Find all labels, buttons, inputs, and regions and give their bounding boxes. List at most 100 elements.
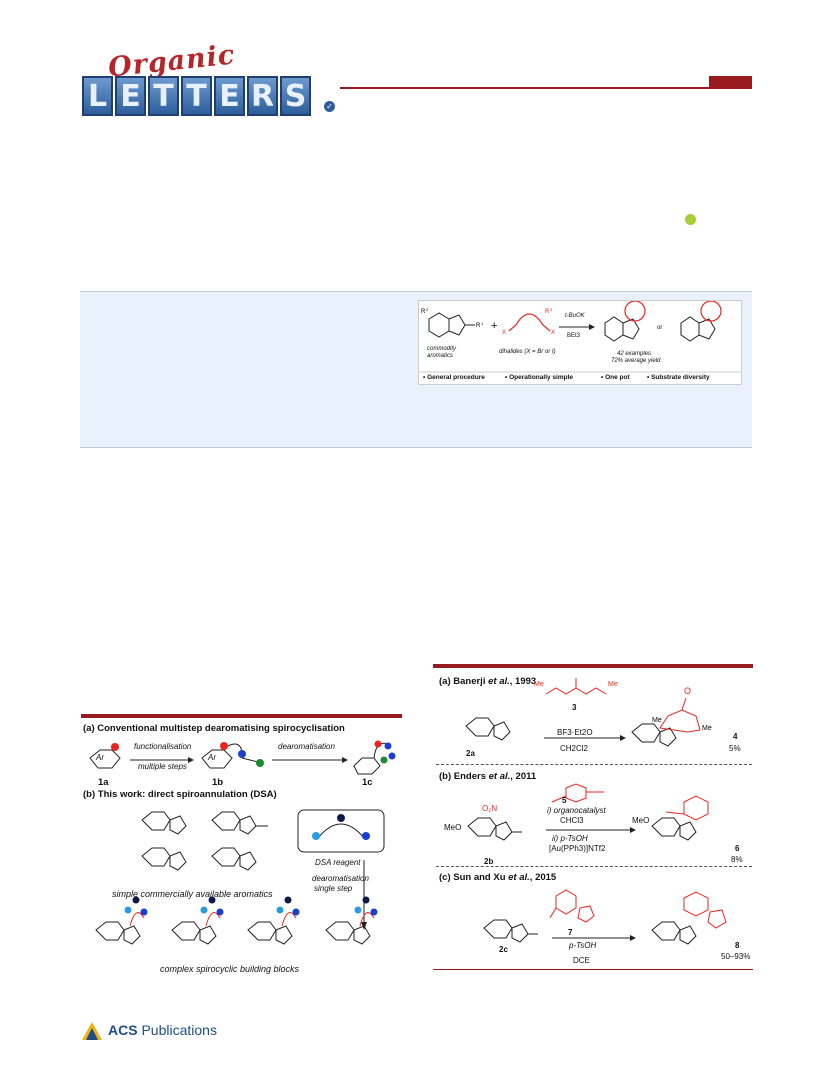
header-rule (340, 87, 752, 89)
panel-divider (436, 866, 752, 867)
panel-b-condition-2: ii) p-TsOH (552, 834, 588, 843)
panel-c-year: , 2015 (529, 872, 557, 883)
reagent-label: BEt3 (567, 333, 581, 339)
panel-b-author: (b) Enders (439, 771, 486, 782)
compound-4: 4 (733, 732, 738, 741)
toc-graphic: R 1 R 2 + X X R 3 commodity aromatics di… (418, 300, 742, 385)
reactant-label: aromatics (427, 353, 454, 359)
toc-bullet: • One pot (601, 374, 630, 381)
publisher-acs: ACS (108, 1022, 138, 1038)
logo-tile: S (280, 76, 311, 116)
figure2-panel-a-scheme: O Me Me Me Me (465, 678, 712, 747)
panel-a-etal: et al. (488, 676, 510, 687)
logo-tile: E (214, 76, 245, 116)
logo-tile: E (115, 76, 146, 116)
logo-tile: T (181, 76, 212, 116)
panel-c-condition: p-TsOH (569, 941, 597, 950)
logo-tile: R (247, 76, 278, 116)
logo-tile: L (82, 76, 113, 116)
svg-text:Me: Me (608, 681, 618, 688)
figure2-bottom-rule (433, 969, 753, 970)
header-tab (709, 76, 752, 89)
svg-text:+: + (491, 320, 497, 332)
figure1-top-rule (81, 714, 402, 718)
svg-text:Me: Me (652, 717, 662, 724)
reagent-3-number: 3 (572, 703, 577, 712)
panel-c-author: (c) Sun and Xu (439, 872, 506, 883)
figure1-panel-a-scheme (89, 740, 396, 775)
examples-label: 42 examples (617, 351, 652, 357)
panel-c-solvent: DCE (573, 956, 590, 965)
figure2-panel-a-title: (a) Banerji et al., 1993 (439, 676, 536, 687)
ar-label: Ar (96, 753, 104, 762)
ar-label: Ar (208, 753, 216, 762)
panel-b-yield: 8% (731, 855, 743, 864)
single-step-label: single step (314, 884, 353, 893)
figure2-panel-c-title: (c) Sun and Xu et al., 2015 (439, 872, 556, 883)
svg-text:O: O (684, 686, 691, 696)
svg-text:1: 1 (481, 321, 484, 326)
compound-2a: 2a (466, 749, 475, 758)
reagent-5-number: 5 (562, 796, 567, 805)
reagent-7-number: 7 (568, 928, 573, 937)
logo-tile: T (148, 76, 179, 116)
panel-divider (436, 764, 752, 765)
toc-scheme: R 1 R 2 + X X R 3 (419, 300, 741, 373)
simple-aromatics-caption: simple commercially available aromatics (112, 889, 273, 899)
check-icon: ✓ (324, 101, 335, 112)
figure2-panel-c-scheme (483, 889, 727, 945)
svg-text:X: X (502, 330, 506, 336)
journal-logo: L E T T E R S (82, 76, 311, 116)
compound-2b: 2b (484, 857, 494, 866)
dihalide-label: dihalides (X = Br or I) (499, 349, 556, 355)
panel-a-year: , 1993 (509, 676, 537, 687)
toc-bullet: • General procedure (423, 374, 485, 381)
figure1-panel-a-title: (a) Conventional multistep dearomatising… (83, 723, 345, 734)
step1-label: functionalisation (134, 742, 192, 751)
compound-8: 8 (735, 941, 740, 950)
compound-1a: 1a (98, 777, 109, 788)
step2-label: dearomatisation (278, 742, 335, 751)
nitro-group: O₂N (482, 804, 498, 813)
panel-b-condition-1: i) organocatalyst (547, 806, 606, 815)
figure2-top-rule (433, 664, 753, 668)
compound-1c: 1c (362, 777, 373, 788)
compound-6: 6 (735, 844, 740, 853)
acs-logo (82, 1022, 102, 1040)
panel-c-yield: 50–93% (721, 952, 751, 961)
reactant-label: commodity (427, 346, 457, 352)
panel-a-solvent: CH2Cl2 (560, 744, 589, 753)
svg-text:Me: Me (702, 725, 712, 732)
svg-text:R: R (421, 309, 426, 315)
orcid-icon[interactable] (685, 214, 696, 225)
step1-sublabel: multiple steps (138, 762, 187, 771)
svg-text:X: X (551, 330, 555, 336)
panel-b-year: , 2011 (510, 771, 537, 782)
panel-a-conditions: BF3·Et2O (557, 728, 593, 737)
svg-text:2: 2 (426, 307, 429, 312)
figure2-panel-b-title: (b) Enders et al., 2011 (439, 771, 536, 782)
yield-label: 72% average yield (611, 358, 661, 364)
svg-text:3: 3 (550, 307, 553, 312)
compound-1b: 1b (212, 777, 224, 788)
figure1-panel-b-scheme (95, 809, 385, 945)
dsa-reagent-label: DSA reagent (315, 858, 361, 867)
panel-a-yield: 5% (729, 744, 741, 753)
svg-text:R: R (476, 323, 481, 329)
or-label: or (657, 325, 663, 331)
figure1-panel-b-title: (b) This work: direct spiroannulation (D… (83, 789, 277, 800)
panel-b-catalyst: [Au(PPh3)]NTf2 (549, 844, 606, 853)
dearomatisation-label: dearomatisation (312, 874, 369, 883)
figure2-panel-b-scheme (467, 783, 709, 841)
publisher-publications: Publications (137, 1022, 217, 1038)
svg-text:R: R (545, 309, 550, 315)
publisher-name[interactable]: ACS Publications (108, 1022, 217, 1038)
toc-bullet: • Operationally simple (505, 374, 574, 381)
methoxy-group: MeO (444, 823, 462, 832)
toc-bullet: • Substrate diversity (647, 374, 710, 381)
panel-b-solvent: CHCl3 (560, 816, 584, 825)
complex-blocks-caption: complex spirocyclic building blocks (160, 964, 300, 974)
panel-c-etal: et al. (508, 872, 530, 883)
methoxy-group: MeO (632, 816, 650, 825)
svg-text:Me: Me (534, 681, 544, 688)
